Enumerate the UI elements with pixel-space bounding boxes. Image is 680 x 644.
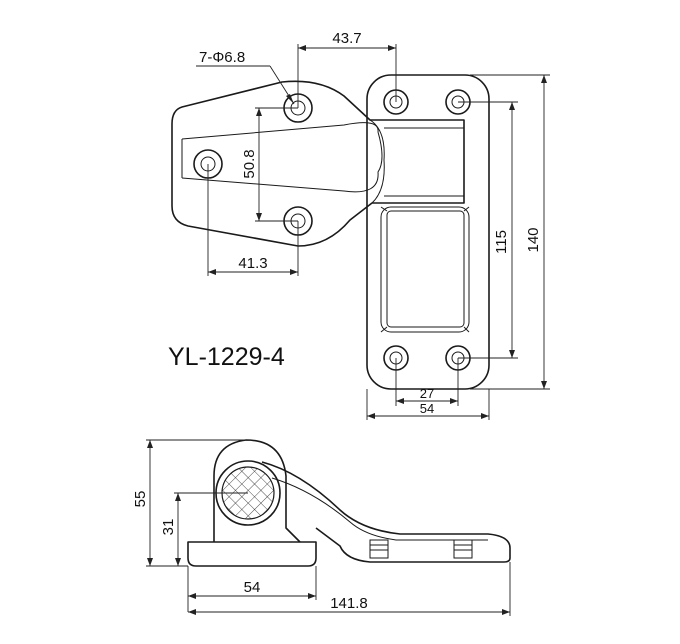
base-height-label: 140 bbox=[525, 227, 542, 252]
side-axis-height-label: 31 bbox=[160, 519, 177, 536]
leaf-offset-label: 41.3 bbox=[238, 255, 267, 272]
dim-base-hole-spacing: 115 bbox=[458, 101, 518, 359]
model-label: YL-1229-4 bbox=[168, 343, 285, 371]
side-screw-left bbox=[369, 539, 389, 559]
side-screw-right bbox=[453, 539, 473, 559]
side-total-length-label: 141.8 bbox=[330, 595, 368, 612]
top-spacing-label: 43.7 bbox=[332, 30, 361, 47]
base-hole-width-label: 27 bbox=[420, 386, 434, 401]
top-view: 7-Φ6.8 43.7 50.8 41.3 bbox=[168, 30, 550, 420]
base-width-label: 54 bbox=[420, 401, 434, 416]
base-hole-spacing-label: 115 bbox=[493, 230, 510, 254]
hinge-leaf bbox=[171, 80, 465, 247]
side-base-length-label: 54 bbox=[244, 579, 261, 596]
dim-hole-spec: 7-Φ6.8 bbox=[196, 49, 295, 105]
leaf-hole-spacing-label: 50.8 bbox=[241, 149, 258, 178]
dim-base-width: 54 bbox=[366, 389, 490, 420]
dim-side-axis-height: 31 bbox=[160, 492, 248, 566]
dim-base-hole-width: 27 bbox=[395, 358, 459, 406]
dim-side-base-length: 54 bbox=[187, 566, 317, 612]
base-plate bbox=[366, 74, 490, 390]
dim-top-spacing: 43.7 bbox=[297, 30, 397, 108]
dim-side-height: 55 bbox=[132, 439, 246, 567]
side-height-label: 55 bbox=[132, 491, 149, 508]
dim-base-height: 140 bbox=[470, 74, 550, 390]
side-view: 55 31 54 141.8 bbox=[132, 439, 511, 616]
dim-side-total-length: 141.8 bbox=[188, 562, 511, 616]
dim-leaf-offset: 41.3 bbox=[207, 164, 299, 276]
hole-spec-label: 7-Φ6.8 bbox=[199, 49, 245, 66]
dim-leaf-hole-spacing: 50.8 bbox=[241, 107, 298, 222]
